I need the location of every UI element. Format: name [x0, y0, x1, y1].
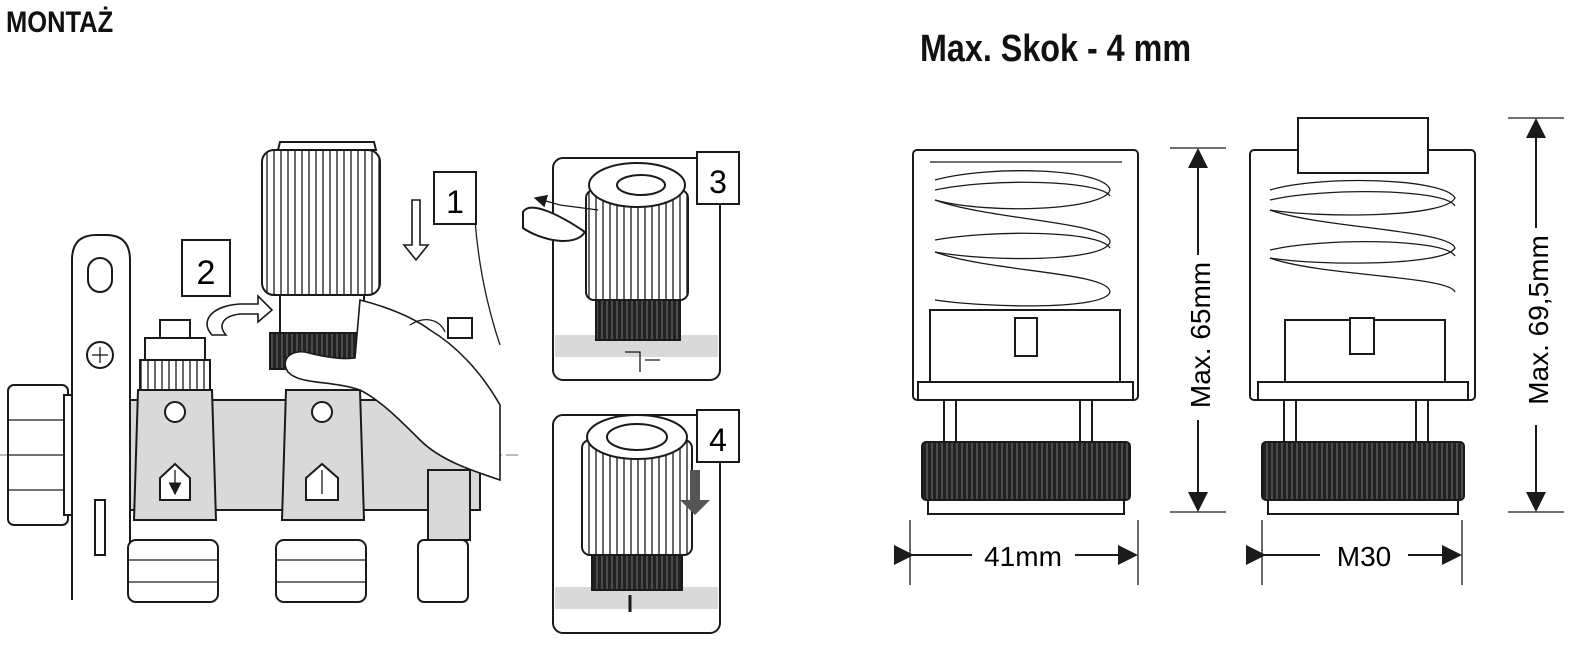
dimension-height-69-5: Max. 69,5mm [1508, 117, 1564, 513]
actuator-drawing-41mm [912, 149, 1139, 515]
rotate-arrow-icon [206, 294, 274, 336]
actuator-install [261, 141, 381, 370]
step-1-box [433, 171, 477, 225]
width-label: 41mm [984, 541, 1062, 572]
step-2-label: 2 [197, 254, 216, 292]
step-3-label: 3 [709, 164, 727, 200]
dimension-width-41: 41mm [894, 520, 1139, 585]
dimension-width-m30: M30 [1246, 520, 1463, 585]
height-left-label: Max. 65mm [1185, 262, 1216, 408]
valve-2 [275, 389, 367, 603]
down-arrow-icon [402, 199, 430, 262]
height-right-label: Max. 69,5mm [1523, 235, 1554, 405]
step-3-panel: 3 [522, 151, 740, 381]
manifold-illustration: 1 2 [0, 141, 520, 603]
step-4-label: 4 [709, 422, 727, 458]
clip-icon [522, 206, 587, 242]
max-stroke-heading: Max. Skok - 4 mm [920, 28, 1192, 70]
valve-3 [417, 317, 473, 603]
actuator-drawing-m30 [1249, 117, 1476, 515]
down-arrow-icon [680, 470, 710, 515]
step-1-label: 1 [446, 184, 464, 220]
dimension-height-65: Max. 65mm [1170, 147, 1226, 513]
manifold-end-nut [7, 384, 81, 526]
thread-label: M30 [1337, 541, 1391, 572]
valve-1 [127, 319, 219, 603]
mounting-bracket [71, 234, 131, 600]
installation-heading: MONTAŻ [6, 6, 114, 39]
step-2-box [181, 239, 231, 297]
step-4-panel: 4 [552, 409, 740, 634]
hand-illustration [284, 298, 501, 482]
